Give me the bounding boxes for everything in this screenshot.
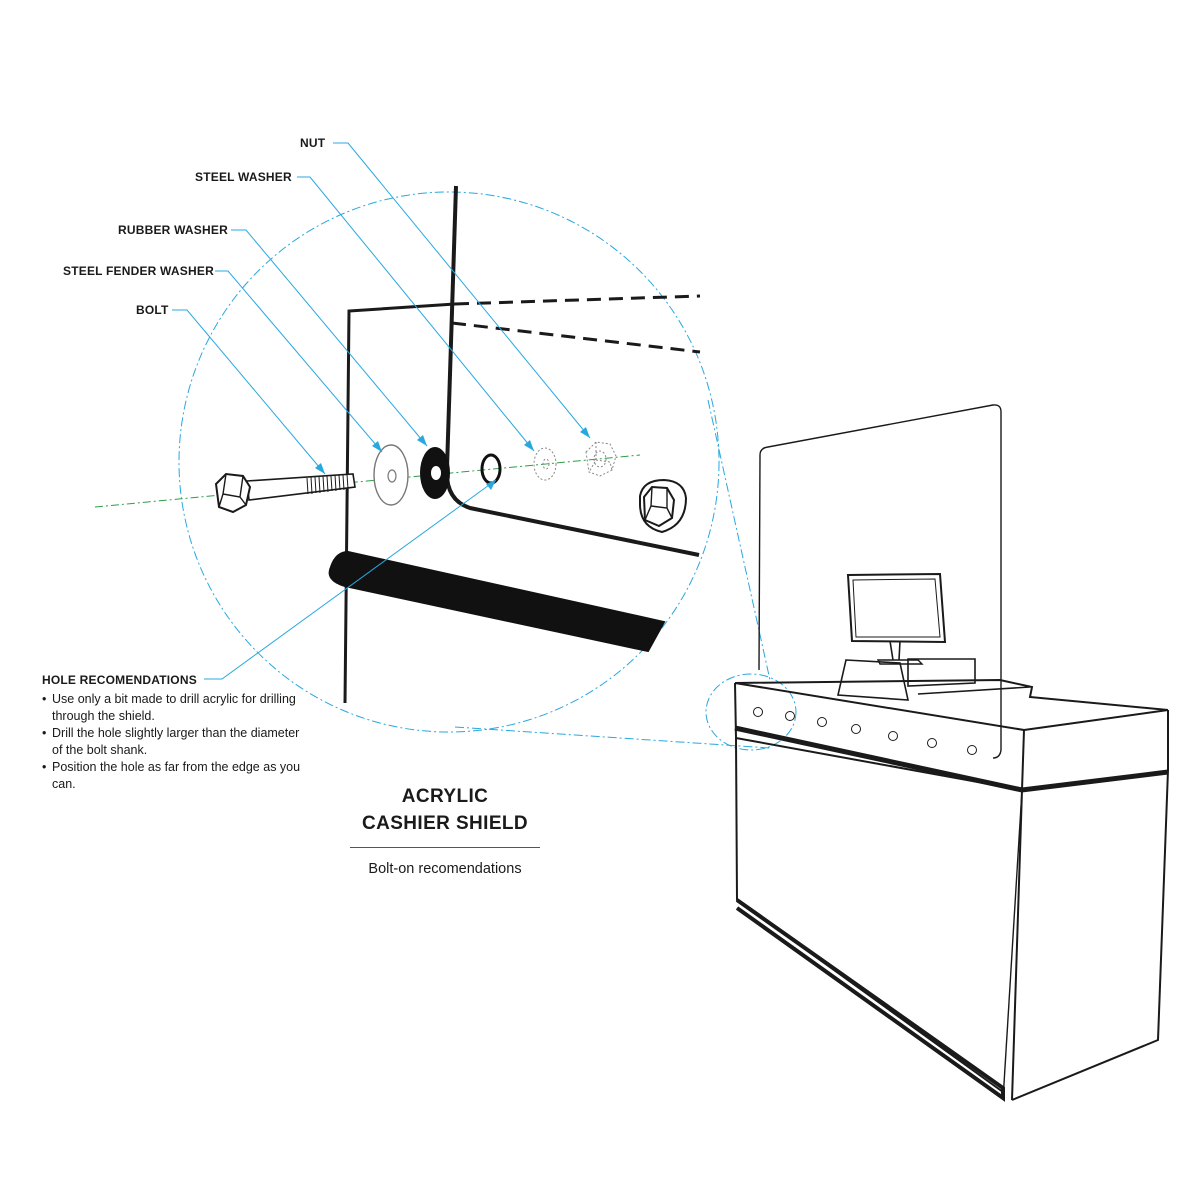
detail-counter-edge xyxy=(328,185,701,704)
counter-detail-ellipse xyxy=(705,673,797,751)
hole-recommendations-list: Use only a bit made to drill acrylic for… xyxy=(42,691,302,793)
counter-front-edge xyxy=(1002,789,1023,1101)
hidden-washer-icon xyxy=(533,447,557,481)
bolt-head-facet xyxy=(218,473,247,508)
leader-rubber-washer xyxy=(231,229,428,447)
shield-panel xyxy=(759,404,1002,759)
title-line-2: CASHIER SHIELD xyxy=(361,813,529,834)
label-steel-fender-washer: STEEL FENDER WASHER xyxy=(63,264,214,278)
cashier-counter xyxy=(734,404,1169,1102)
detail-circle xyxy=(178,191,720,733)
steel-fender-washer-icon xyxy=(373,444,409,506)
bolt-head xyxy=(214,472,252,514)
hidden-nut-icon xyxy=(585,441,617,477)
counter-back-rail xyxy=(917,686,1031,695)
hole-recommendations-title: HOLE RECOMENDATIONS xyxy=(42,673,197,687)
bolt-axis xyxy=(94,454,641,508)
leader-lines xyxy=(172,142,591,680)
counter-lower-body xyxy=(735,737,1169,1101)
counter-top-hidden-2 xyxy=(451,321,701,354)
bolt-threads xyxy=(306,473,349,495)
rubber-washer-icon xyxy=(420,447,450,499)
leader-hole xyxy=(204,479,497,680)
list-item: Drill the hole slightly larger than the … xyxy=(42,725,302,759)
counter-corner xyxy=(1023,709,1169,731)
magnifier-connector-top xyxy=(707,399,771,681)
magnifier-connector-bottom xyxy=(454,726,771,749)
counter-face-edge xyxy=(343,302,456,704)
leader-steel-washer xyxy=(297,176,535,452)
detail-magnifier xyxy=(178,191,797,751)
label-rubber-washer: RUBBER WASHER xyxy=(118,223,228,237)
list-item: Position the hole as far from the edge a… xyxy=(42,759,302,793)
installed-bolt-icon xyxy=(639,478,688,534)
monitor-icon xyxy=(846,572,947,665)
subtitle: Bolt-on recomendations xyxy=(368,861,522,877)
label-bolt: BOLT xyxy=(136,303,169,317)
leader-bolt xyxy=(172,309,326,475)
counter-trim xyxy=(734,725,1169,793)
shield-panel-left xyxy=(758,454,761,671)
title-block: ACRYLIC CASHIER SHIELD Bolt-on recomenda… xyxy=(340,783,550,878)
label-nut: NUT xyxy=(300,136,326,150)
leader-arrowheads xyxy=(315,427,590,490)
title-line-1: ACRYLIC xyxy=(401,786,489,807)
leader-nut xyxy=(333,142,591,439)
counter-top xyxy=(734,678,1169,711)
shield-bolt-row xyxy=(753,707,977,755)
label-steel-washer: STEEL WASHER xyxy=(195,170,292,184)
title-divider xyxy=(350,847,540,848)
counter-kick-plate xyxy=(735,898,1005,1102)
list-item: Use only a bit made to drill acrylic for… xyxy=(42,691,302,725)
bolt-icon xyxy=(214,472,356,514)
hole-recommendations: HOLE RECOMENDATIONS Use only a bit made … xyxy=(42,673,302,793)
leader-fender-washer xyxy=(215,270,383,453)
counter-trim-band xyxy=(328,550,666,653)
card-terminal xyxy=(837,659,910,701)
register-block xyxy=(907,658,976,687)
counter-top-hidden-1 xyxy=(454,294,701,306)
